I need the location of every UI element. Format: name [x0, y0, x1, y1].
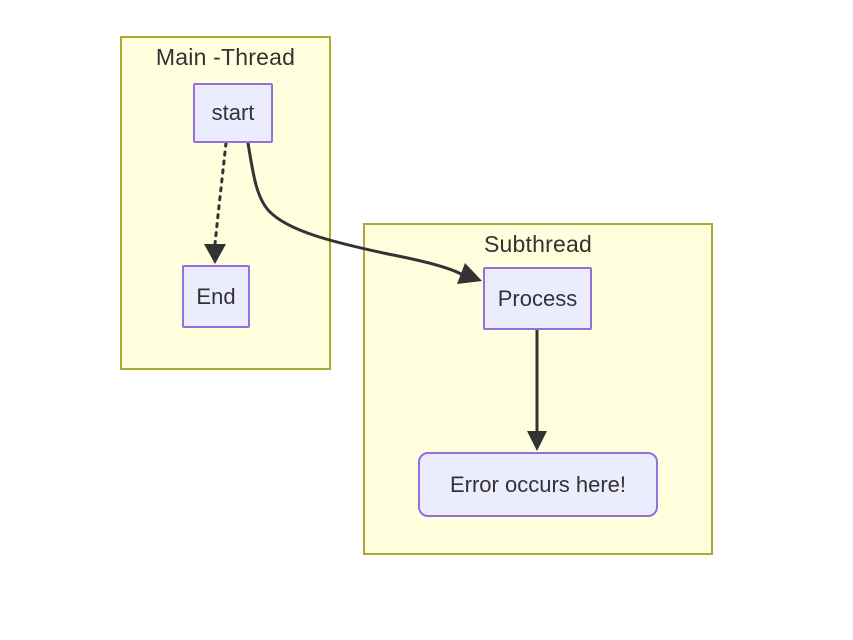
node-error-occurs-here: Error occurs here!: [418, 452, 658, 517]
node-start: start: [193, 83, 273, 143]
subgraph-subthread-title: Subthread: [484, 231, 592, 257]
subgraph-main-thread-title: Main -Thread: [155, 44, 296, 70]
node-end: End: [182, 265, 250, 328]
node-process: Process: [483, 267, 592, 330]
